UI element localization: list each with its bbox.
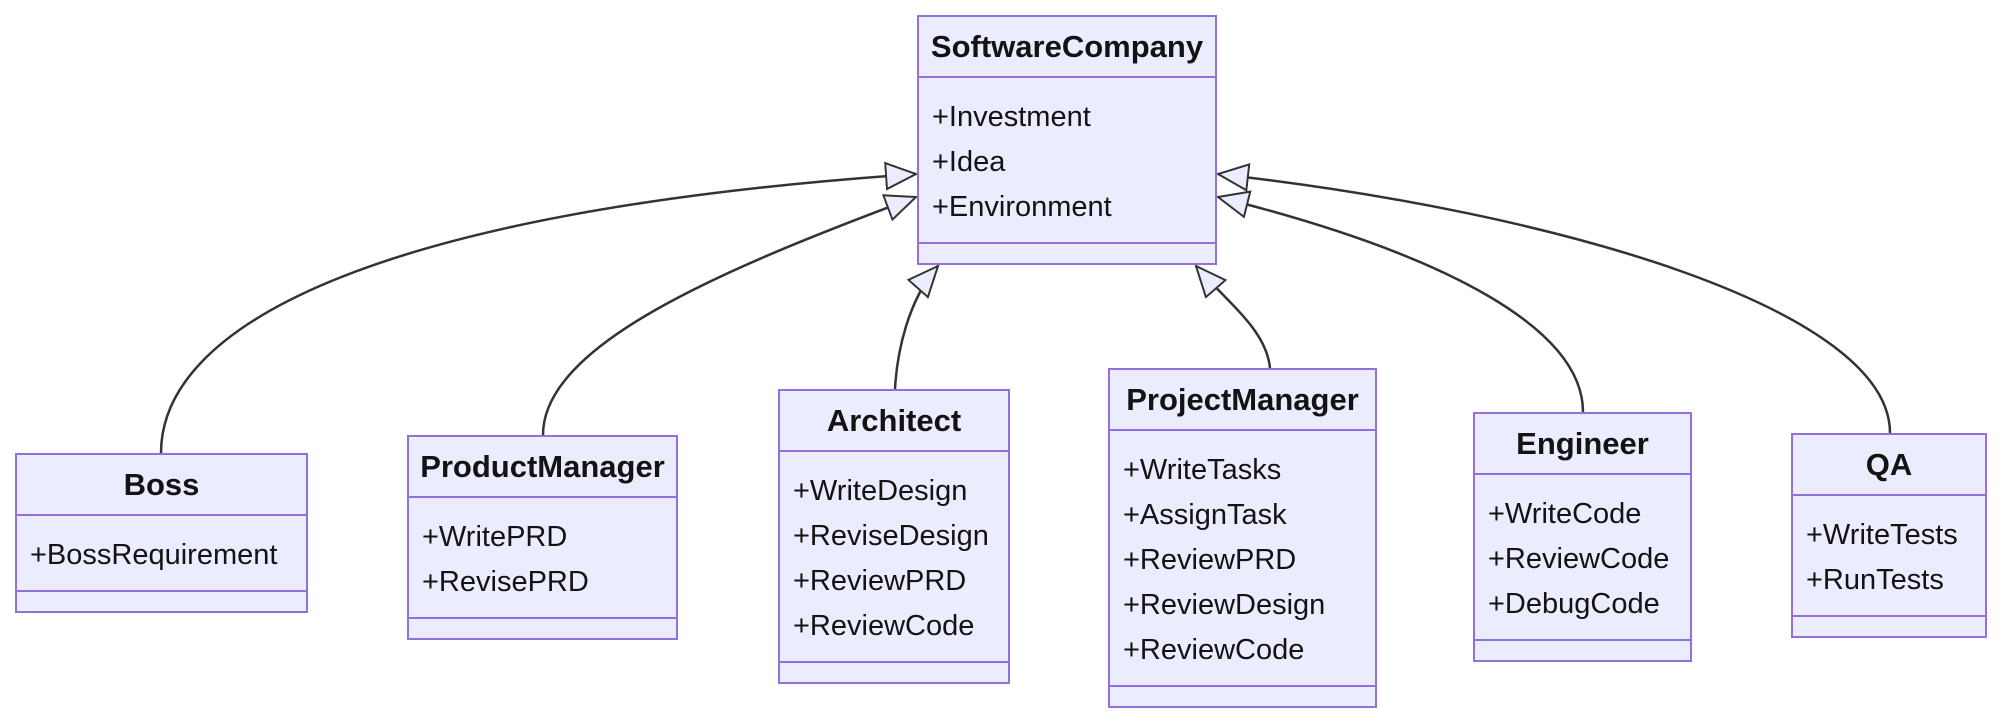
- class-title: Architect: [780, 391, 1008, 452]
- class-member: +RunTests: [1806, 564, 1944, 596]
- class-methods-compartment: [1475, 641, 1690, 660]
- class-member: +ReviewPRD: [793, 565, 967, 597]
- class-member: +ReviewCode: [1123, 634, 1305, 666]
- class-member: +WritePRD: [422, 521, 568, 553]
- class-title: Engineer: [1475, 414, 1690, 475]
- class-box-softwarecompany: SoftwareCompany +Investment +Idea +Environ…: [917, 15, 1217, 265]
- class-member: +WriteTasks: [1123, 454, 1282, 486]
- class-methods-compartment: [1793, 617, 1985, 636]
- class-title: SoftwareCompany: [919, 17, 1215, 78]
- class-members: +WritePRD +RevisePRD: [409, 498, 676, 619]
- class-members: +WriteDesign +ReviseDesign +ReviewPRD +Revi…: [780, 452, 1008, 663]
- class-box-productmanager: ProductManager +WritePRD +RevisePRD: [407, 435, 678, 640]
- edge-boss-to-softwarecompany: [159, 161, 919, 454]
- class-member: +RevisePRD: [422, 566, 589, 598]
- class-member: +WriteTests: [1806, 519, 1958, 551]
- class-methods-compartment: [919, 244, 1215, 263]
- class-members: +WriteCode +ReviewCode +DebugCode: [1475, 475, 1690, 641]
- class-member: +ReviewCode: [793, 610, 975, 642]
- class-member: +DebugCode: [1488, 588, 1660, 620]
- class-box-architect: Architect +WriteDesign +ReviseDesign +Revi…: [778, 389, 1010, 684]
- class-title: ProjectManager: [1110, 370, 1375, 431]
- class-box-qa: QA +WriteTests +RunTests: [1791, 433, 1987, 638]
- edge-architect-to-softwarecompany: [893, 264, 940, 390]
- class-title: ProductManager: [409, 437, 676, 498]
- class-member: +Idea: [932, 146, 1006, 178]
- class-member: +AssignTask: [1123, 499, 1287, 531]
- class-member: +WriteDesign: [793, 475, 968, 507]
- class-box-boss: Boss +BossRequirement: [15, 453, 308, 613]
- class-members: +BossRequirement: [17, 516, 306, 592]
- class-members: +WriteTests +RunTests: [1793, 496, 1985, 617]
- class-methods-compartment: [409, 619, 676, 638]
- class-member: +Environment: [932, 191, 1112, 223]
- class-methods-compartment: [1110, 687, 1375, 706]
- edge-projectmanager-to-softwarecompany: [1194, 264, 1272, 369]
- class-member: +ReviseDesign: [793, 520, 989, 552]
- class-member: +ReviewPRD: [1123, 544, 1297, 576]
- class-members: +WriteTasks +AssignTask +ReviewPRD +ReviewD…: [1110, 431, 1375, 687]
- class-members: +Investment +Idea +Environment: [919, 78, 1215, 244]
- class-box-projectmanager: ProjectManager +WriteTasks +AssignTask +Re…: [1108, 368, 1377, 708]
- class-title: Boss: [17, 455, 306, 516]
- class-title: QA: [1793, 435, 1985, 496]
- edge-engineer-to-softwarecompany: [1215, 190, 1585, 413]
- class-member: +WriteCode: [1488, 498, 1642, 530]
- class-methods-compartment: [17, 592, 306, 611]
- class-member: +ReviewDesign: [1123, 589, 1326, 621]
- edge-qa-to-softwarecompany: [1215, 162, 1892, 434]
- edge-productmanager-to-softwarecompany: [541, 194, 919, 436]
- class-methods-compartment: [780, 663, 1008, 682]
- class-member: +BossRequirement: [30, 539, 278, 571]
- class-member: +ReviewCode: [1488, 543, 1670, 575]
- class-box-engineer: Engineer +WriteCode +ReviewCode +DebugCode: [1473, 412, 1692, 662]
- class-member: +Investment: [932, 101, 1091, 133]
